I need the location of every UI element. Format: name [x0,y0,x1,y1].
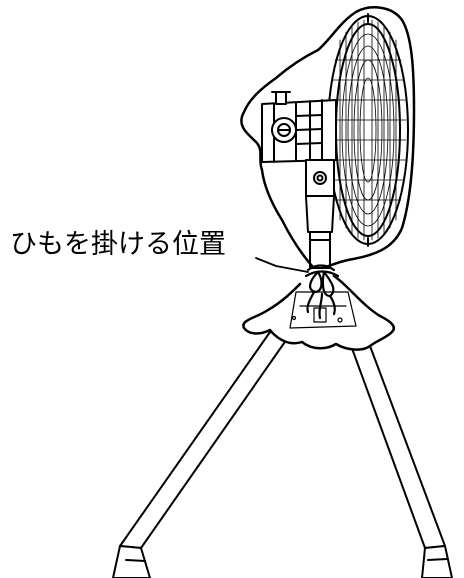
tripod-leg-right [345,329,453,578]
motor-housing [261,91,337,163]
string-tie [304,264,340,320]
fan-neck [305,159,335,233]
fan-guard [327,13,409,247]
support-pole [309,231,331,269]
fan-cover-outline [240,6,416,270]
string-position-label: ひもを掛ける位置 [10,229,226,260]
tilt-knob [271,117,297,143]
tripod-leg-left [112,331,290,578]
callout-leader-line [255,257,309,273]
